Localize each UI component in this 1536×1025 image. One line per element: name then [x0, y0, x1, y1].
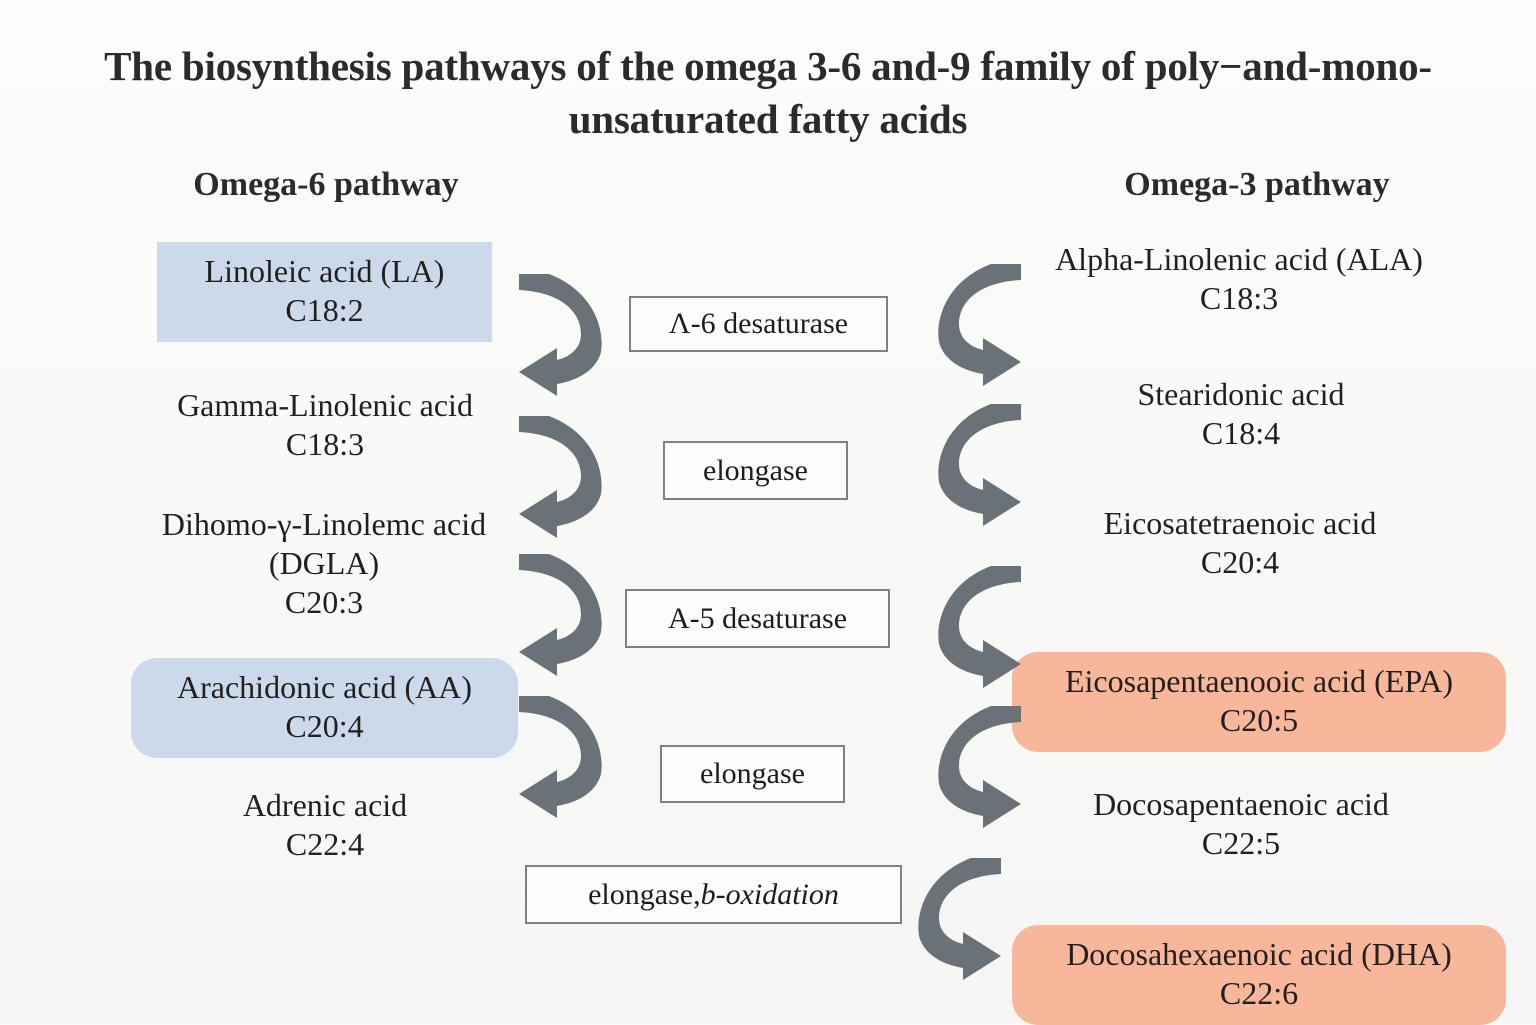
- metabolite-alpha-linolenic-acid: Alpha-Linolenic acid (ALA) C18:3: [1004, 240, 1474, 318]
- metabolite-gamma-linolenic-acid: Gamma-Linolenic acid C18:3: [118, 386, 532, 464]
- metabolite-carbon-number: C20:4: [1200, 544, 1280, 581]
- arrow-curved-right-5: [901, 852, 1007, 985]
- metabolite-carbon-number: C18:4: [1201, 415, 1281, 452]
- metabolite-carbon-number: C22:4: [285, 826, 365, 863]
- metabolite-name: Stearidonic acid: [1137, 376, 1345, 412]
- metabolite-carbon-number: C20:4: [285, 708, 364, 745]
- metabolite-name: Eicosapentaenooic acid (EPA): [1064, 663, 1453, 699]
- metabolite-name: Dihomo-γ-Linolemc acid: [161, 506, 487, 542]
- enzyme-elongase-1: elongase: [663, 441, 848, 500]
- metabolite-dihomo-gamma-linolenic-acid: Dihomo-γ-Linolemc acid (DGLA) C20:3: [112, 505, 536, 622]
- metabolite-carbon-number: C22:6: [1219, 975, 1299, 1012]
- enzyme-label: Λ-6 desaturase: [668, 307, 849, 340]
- metabolite-name: Eicosatetraenoic acid: [1103, 505, 1377, 541]
- enzyme-delta-5-desaturase: A-5 desaturase: [625, 589, 890, 648]
- metabolite-stearidonic-acid: Stearidonic acid C18:4: [1058, 375, 1424, 453]
- metabolite-carbon-number: C18:2: [285, 292, 364, 329]
- metabolite-carbon-number: C18:3: [285, 426, 365, 463]
- arrow-curved-left-4: [513, 690, 619, 823]
- arrow-curved-left-1: [513, 268, 619, 401]
- enzyme-label-plain: elongase,: [588, 877, 701, 911]
- metabolite-eicosapentaenoic-acid: Eicosapentaenooic acid (EPA) C20:5: [1012, 652, 1506, 753]
- metabolite-arachidonic-acid: Arachidonic acid (AA) C20:4: [131, 658, 518, 759]
- metabolite-carbon-number: C20:3: [284, 584, 364, 621]
- enzyme-elongase-beta-oxidation: elongase, b-oxidation: [525, 865, 902, 924]
- enzyme-label: elongase: [703, 453, 808, 487]
- enzyme-elongase-2: elongase: [660, 745, 845, 803]
- column-heading-omega3: Omega-3 pathway: [1124, 166, 1390, 203]
- metabolite-name: Adrenic acid: [242, 787, 408, 823]
- metabolite-carbon-number: C22:5: [1201, 825, 1281, 862]
- metabolite-docosahexaenoic-acid: Docosahexaenoic acid (DHA) C22:6: [1012, 925, 1506, 1025]
- metabolite-carbon-number: C18:3: [1199, 280, 1279, 317]
- figure-title: The biosynthesis pathways of the omega 3…: [104, 43, 1432, 143]
- metabolite-abbreviation: (DGLA): [268, 545, 380, 582]
- enzyme-label-italic: b-oxidation: [700, 877, 839, 911]
- metabolite-name: Alpha-Linolenic acid (ALA): [1055, 241, 1423, 277]
- metabolite-name: Docosahexaenoic acid (DHA): [1066, 936, 1452, 972]
- metabolite-eicosatetraenoic-acid: Eicosatetraenoic acid C20:4: [1012, 504, 1468, 582]
- enzyme-delta-6-desaturase: Λ-6 desaturase: [629, 296, 888, 352]
- enzyme-label: A-5 desaturase: [667, 601, 848, 635]
- column-heading-omega6: Omega-6 pathway: [193, 166, 459, 203]
- metabolite-name: Docosapentaenoic acid: [1093, 786, 1389, 822]
- metabolite-docosapentaenoic-acid: Docosapentaenoic acid C22:5: [1036, 785, 1446, 863]
- metabolite-linoleic-acid: Linoleic acid (LA) C18:2: [157, 242, 492, 343]
- enzyme-label: elongase: [700, 757, 805, 790]
- metabolite-name: Linoleic acid (LA): [204, 253, 445, 289]
- metabolite-name: Arachidonic acid (AA): [177, 669, 472, 705]
- metabolite-carbon-number: C20:5: [1219, 702, 1299, 739]
- metabolite-adrenic-acid: Adrenic acid C22:4: [170, 786, 480, 864]
- metabolite-name: Gamma-Linolenic acid: [177, 387, 473, 423]
